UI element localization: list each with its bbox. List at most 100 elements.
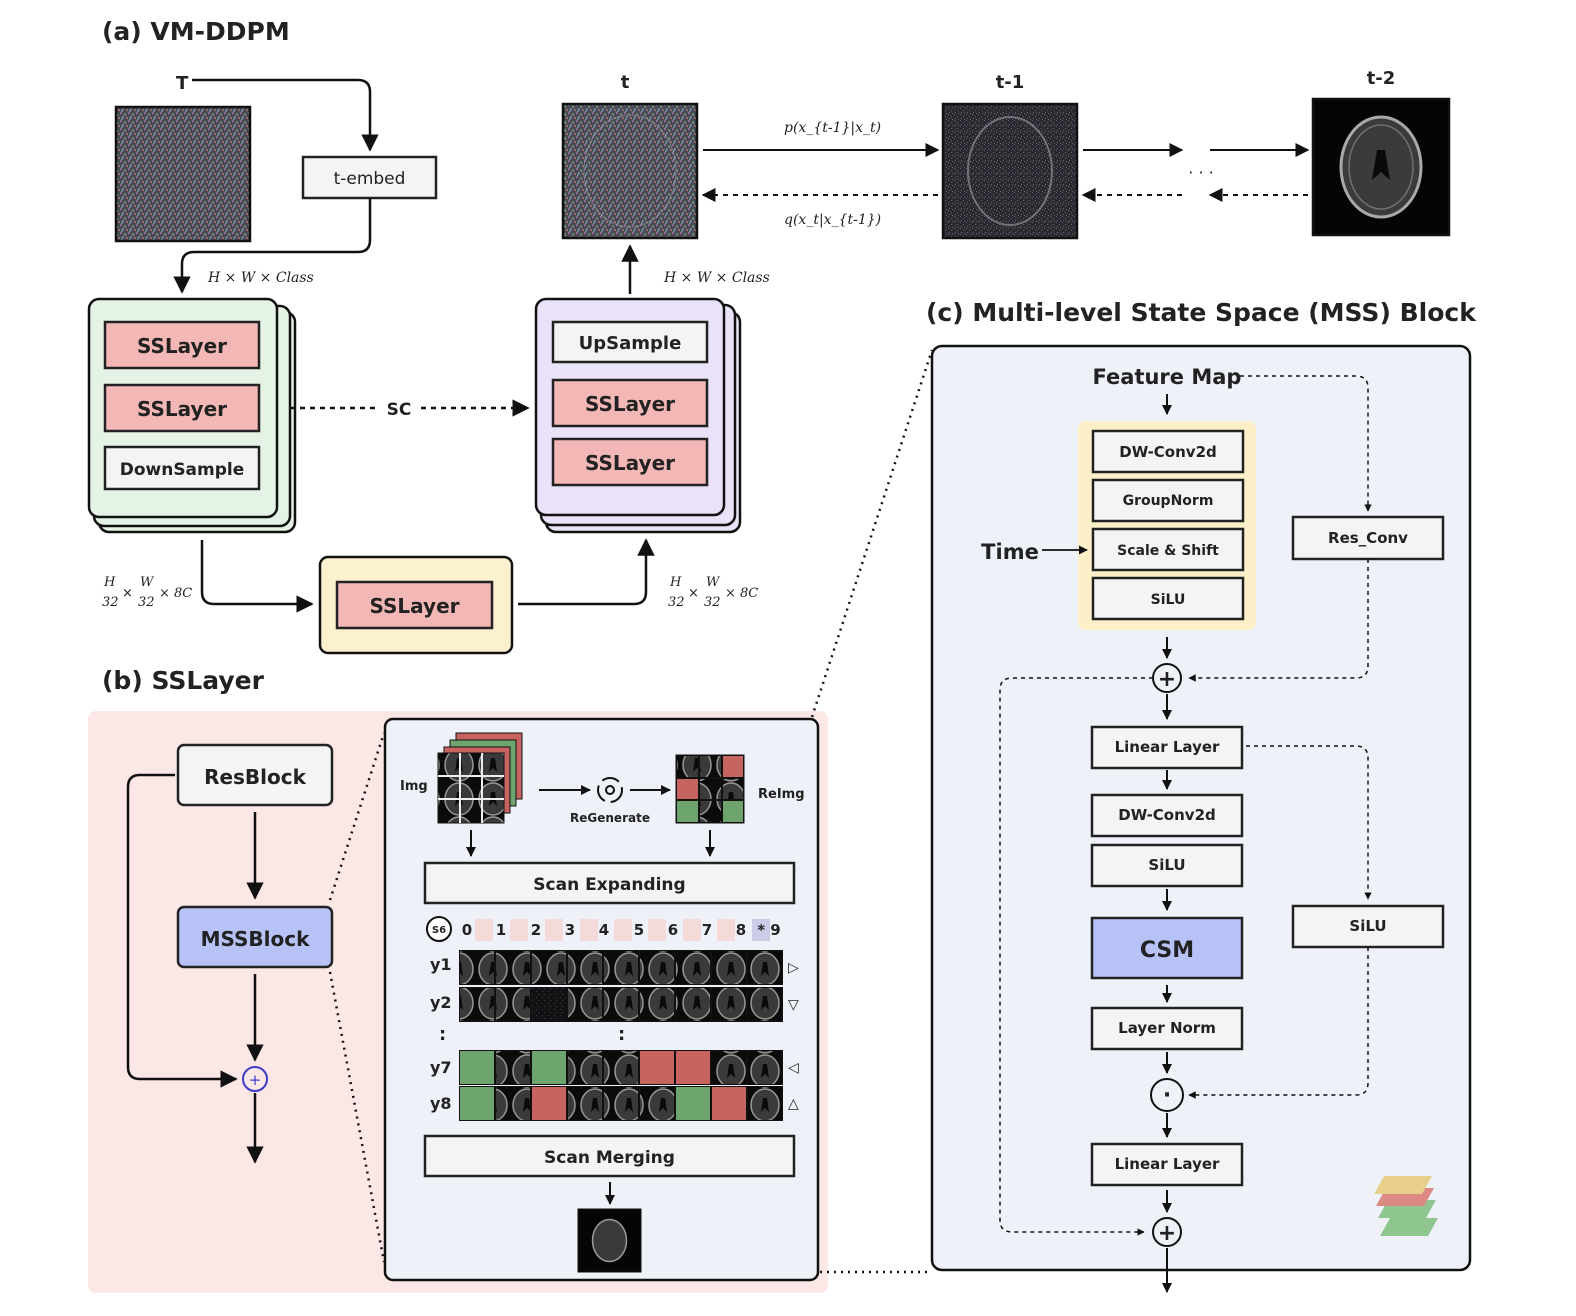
index-3: 3 [565, 921, 575, 939]
index-5: 5 [634, 921, 644, 939]
zoom-line-c-top [810, 349, 934, 718]
embed-to-encoder-arrow [173, 198, 372, 294]
csm-box [1090, 916, 1244, 980]
resconv-to-add-path [1188, 559, 1369, 682]
silu-side-label: SiLU [1349, 917, 1386, 935]
row-arrow-y2: ▽ [788, 997, 799, 1013]
scan-merging-box [423, 1134, 796, 1178]
vdots-left: : [439, 1024, 446, 1045]
bo-rest: × 8C [725, 586, 758, 601]
index-4: 4 [599, 921, 609, 939]
bi-w: W [140, 575, 155, 590]
linear-layer-2-box [1090, 1142, 1244, 1187]
regenerate-label: ReGenerate [570, 811, 650, 825]
bi-d2: 32 [138, 595, 155, 610]
bi-h: H [103, 575, 116, 590]
silu-1-box [1091, 576, 1245, 621]
zoom-line-b-bottom [328, 971, 386, 1263]
row-label-y1: y1 [430, 955, 452, 974]
dwconv-2-box [1090, 793, 1244, 838]
bo-w: W [706, 575, 721, 590]
index-2: 2 [531, 921, 541, 939]
residual-path [126, 773, 238, 1088]
linear-to-silu-side-path [1246, 745, 1372, 900]
dwconv-2-label: DW-Conv2d [1118, 806, 1216, 824]
bi-rest: × 8C [159, 586, 192, 601]
index-0: 0 [462, 921, 472, 939]
zoom-line-b-top [328, 732, 386, 901]
image-step-t [561, 102, 699, 240]
step-t1-label: t-1 [996, 72, 1025, 93]
index-7: 7 [702, 921, 712, 939]
scale-shift-box [1091, 527, 1245, 572]
forward-label: p(x_{t-1}|x_t) [784, 120, 881, 136]
encoder-sslayer-1-label: SSLayer [137, 334, 227, 358]
decoder-sslayer-1-label: SSLayer [585, 392, 675, 416]
bo-h: H [669, 575, 682, 590]
t-to-embed-arrow [192, 78, 379, 152]
res-conv-box [1291, 515, 1445, 561]
vdots-mid: : [618, 1024, 625, 1045]
bo-times: × [688, 586, 699, 601]
groupnorm-box [1091, 478, 1245, 523]
decoder-sslayer-2-label: SSLayer [585, 451, 675, 475]
decoder-sslayer-2 [551, 437, 709, 487]
residual-add-symbol: + [249, 1071, 262, 1089]
reverse-label: q(x_t|x_{t-1}) [784, 212, 881, 228]
residual-add-node [242, 1066, 268, 1092]
silu-side-to-mul-path [1188, 947, 1369, 1099]
csm-label: CSM [1140, 938, 1194, 963]
panel-c: (c) Multi-level State Space (MSS) Block … [810, 298, 1477, 1293]
t-embed-box [301, 155, 438, 200]
downsample-box [103, 445, 261, 491]
layernorm-box [1090, 1006, 1244, 1051]
groupnorm-label: GroupNorm [1123, 493, 1214, 509]
time-label: Time [981, 540, 1039, 564]
scan-merging-label: Scan Merging [544, 1148, 675, 1168]
img-label: Img [400, 779, 428, 794]
scan-row-y8 [459, 1086, 783, 1121]
scan-expanding-label: Scan Expanding [533, 875, 685, 895]
output-brain-shape [591, 1218, 628, 1263]
dwconv-1-box [1091, 429, 1245, 474]
encoder-sslayer-2-label: SSLayer [137, 397, 227, 421]
image-step-t1 [941, 102, 1079, 240]
panel-a: (a) VM-DDPM T t-embed H × W × Class SSLa… [87, 17, 1451, 655]
brain-outline-t1 [967, 116, 1053, 226]
row-label-y8: y8 [430, 1094, 452, 1113]
bottleneck-out-dims: H 32 × W 32 × 8C [668, 575, 758, 610]
bottleneck-sslayer [335, 580, 494, 630]
ellipsis: · · · [1188, 163, 1213, 182]
dim-label-dec: H × W × Class [663, 270, 770, 286]
encoder-stack: SSLayer SSLayer DownSample [87, 297, 297, 534]
step-t-label: t [621, 72, 630, 93]
add-node-2-symbol: + [1158, 1221, 1176, 1246]
index-8: 8 [736, 921, 746, 939]
silu-2-box [1090, 843, 1244, 888]
scan-row-y7 [459, 1050, 783, 1085]
bi-times: × [122, 586, 133, 601]
res-conv-label: Res_Conv [1328, 529, 1408, 547]
noise-image-T [114, 105, 252, 243]
bottleneck-to-decoder-arrow [518, 538, 655, 606]
bottleneck-in-dims: H 32 × W 32 × 8C [102, 575, 192, 610]
regenerate-icon [597, 777, 623, 803]
reimg-label: ReImg [758, 787, 805, 802]
mssblock-label: MSSBlock [201, 927, 311, 951]
feature-map-label: Feature Map [1093, 365, 1242, 389]
outer-residual-path [999, 677, 1153, 1236]
step-t2-label: t-2 [1367, 68, 1396, 89]
reimg-grid [675, 754, 745, 824]
multiply-node-symbol: · [1163, 1083, 1171, 1108]
upsample-box [551, 320, 709, 364]
resblock-label: ResBlock [204, 765, 307, 789]
add-node-1-symbol: + [1158, 667, 1176, 692]
panel-b-title: (b) SSLayer [102, 666, 265, 695]
bo-d1: 32 [668, 595, 685, 610]
dwconv-1-label: DW-Conv2d [1119, 443, 1217, 461]
sc-label: SC [387, 400, 412, 420]
silu-1-label: SiLU [1151, 592, 1186, 608]
index-1: 1 [496, 921, 506, 939]
encoder-sslayer-1 [103, 320, 261, 370]
